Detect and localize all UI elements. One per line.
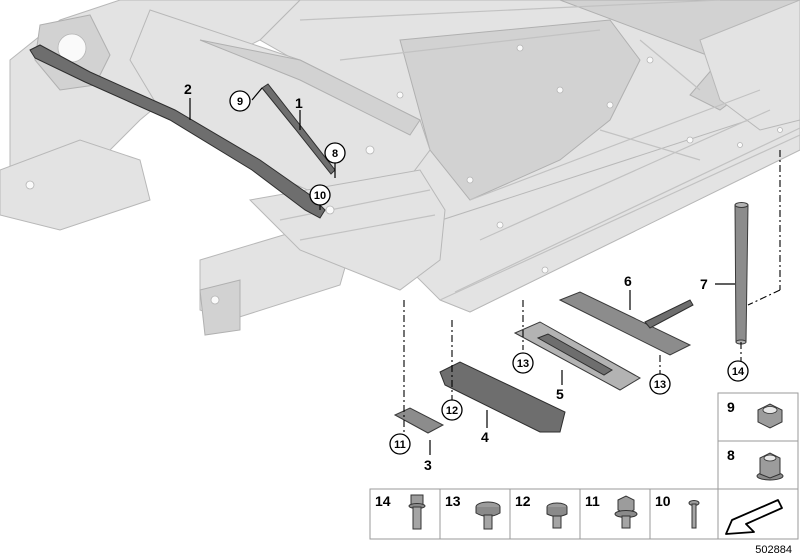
torx-bolt-icon (546, 502, 568, 529)
svg-text:9: 9 (237, 96, 243, 108)
callout-circle-11: 11 (389, 433, 411, 455)
callout-circle-9: 9 (229, 90, 251, 112)
part-6-bracket-plate (558, 291, 694, 356)
callout-7: 7 (700, 276, 708, 292)
part-2-strut-brace (29, 44, 326, 219)
svg-text:8: 8 (332, 148, 338, 160)
callout-4: 4 (481, 429, 489, 445)
hex-flange-bolt-icon (614, 495, 638, 529)
hex-bolt-icon (408, 494, 426, 530)
callout-circle-10: 10 (309, 184, 331, 206)
legend-label-10: 10 (655, 493, 671, 509)
svg-text:13: 13 (654, 379, 666, 391)
part-5-slot (536, 333, 613, 376)
callout-5: 5 (556, 386, 564, 402)
callout-3: 3 (424, 457, 432, 473)
circled-callouts: 9 8 10 11 12 13 13 14 (229, 90, 749, 455)
legend-label-8: 8 (727, 447, 735, 463)
svg-text:11: 11 (394, 439, 406, 451)
leader-lines (189, 87, 781, 455)
callout-6: 6 (624, 273, 632, 289)
nut-icon (757, 403, 783, 429)
legend-label-11: 11 (585, 493, 600, 509)
callout-circle-8: 8 (324, 142, 346, 164)
part-3-small-bracket (393, 407, 445, 434)
callout-numbers: 2 1 3 4 5 6 7 (184, 81, 708, 473)
callout-circle-13a: 13 (512, 352, 534, 374)
callout-circle-14: 14 (727, 360, 749, 382)
callout-circle-13b: 13 (649, 373, 671, 395)
legend-bottom: 14 13 12 11 10 (369, 488, 799, 540)
callout-circle-12: 12 (441, 399, 463, 421)
callout-1: 1 (295, 95, 303, 111)
floor-holes (25, 44, 783, 305)
arrow-icon (725, 499, 783, 535)
part-4-shield-plate (439, 361, 566, 433)
part-7-tube-strut (734, 202, 749, 345)
legend-label-13: 13 (445, 493, 461, 509)
legend-label-14: 14 (375, 493, 391, 509)
legend-label-12: 12 (515, 493, 531, 509)
diagram-reference-number: 502884 (755, 544, 792, 556)
flange-nut-icon (756, 452, 784, 481)
svg-text:13: 13 (517, 358, 529, 370)
legend-right: 9 8 (717, 392, 799, 490)
callout-2: 2 (184, 81, 192, 97)
svg-text:14: 14 (732, 366, 745, 378)
screw-icon (688, 500, 700, 529)
vehicle-underbody (0, 0, 800, 336)
torx-flange-bolt-icon (475, 501, 501, 530)
legend-label-9: 9 (727, 399, 735, 415)
svg-text:12: 12 (446, 405, 458, 417)
svg-text:10: 10 (314, 190, 326, 202)
